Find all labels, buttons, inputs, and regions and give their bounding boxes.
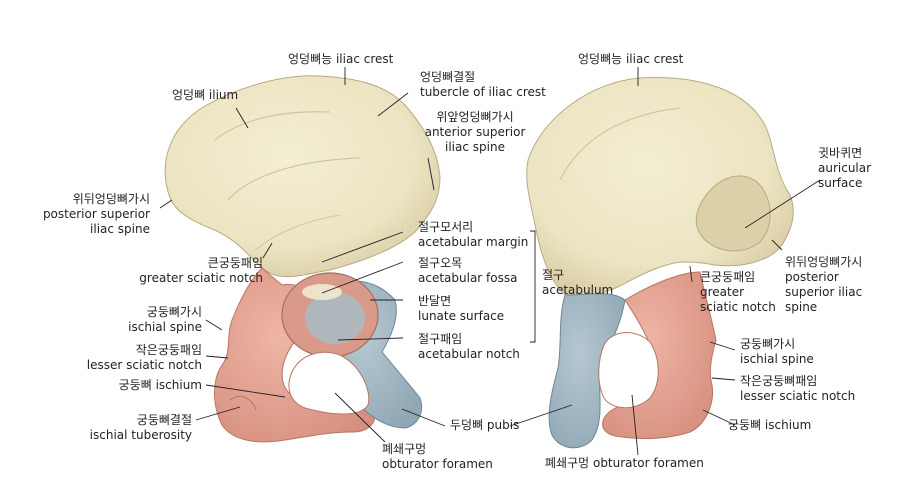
label-lateral-greater-sciatic-notch: 큰궁둥패임 greater sciatic notch <box>139 256 263 285</box>
label-lateral-psis: 위뒤엉덩뼈가시 posterior superior iliac spine <box>42 192 150 236</box>
label-medial-psis: 위뒤엉덩뼈가시 posterior superior iliac spine <box>785 255 863 314</box>
label-lateral-obturator-foramen: 폐쇄구멍 obturator foramen <box>382 442 493 471</box>
label-medial-ischium: 궁둥뼈 ischium <box>728 418 812 432</box>
label-acetabulum: 절구 acetabulum <box>542 268 614 297</box>
label-lateral-asis: 위앞엉덩뼈가시 anterior superior iliac spine <box>424 110 526 154</box>
label-lateral-lesser-sciatic-notch: 작은궁둥패임 lesser sciatic notch <box>86 343 202 372</box>
lateral-obturator-foramen <box>288 351 370 415</box>
label-acetabular-margin: 절구모서리 acetabular margin <box>418 220 529 249</box>
label-acetabular-fossa: 절구오목 acetabular fossa <box>418 256 518 285</box>
label-tubercle-of-iliac-crest: 엉덩뼈결절 tubercle of iliac crest <box>420 70 546 99</box>
label-lateral-ischial-spine: 궁둥뼈가시 ischial spine <box>128 305 202 334</box>
medial-auricular-surface <box>695 175 771 252</box>
label-ischial-tuberosity: 궁둥뼈결절 ischial tuberosity <box>89 413 192 442</box>
label-medial-lesser-sciatic-notch: 작은궁둥뼈패임 lesser sciatic notch <box>740 374 856 403</box>
label-auricular-surface: 귓바퀴면 auricular surface <box>818 146 872 190</box>
medial-hip-bone <box>526 77 794 449</box>
label-medial-iliac-crest: 엉덩뼈능 iliac crest <box>578 52 684 66</box>
label-acetabular-notch: 절구패임 acetabular notch <box>418 332 520 361</box>
label-medial-greater-sciatic-notch: 큰궁둥패임 greater sciatic notch <box>700 270 776 314</box>
label-medial-ischial-spine: 궁둥뼈가시 ischial spine <box>740 337 814 366</box>
leader-lines <box>159 67 821 456</box>
label-lateral-iliac-crest: 엉덩뼈능 iliac crest <box>288 52 394 66</box>
lateral-ilium <box>164 75 441 278</box>
label-lateral-ilium: 엉덩뼈 ilium <box>172 88 239 102</box>
medial-obturator-foramen <box>598 332 659 409</box>
label-medial-obturator-foramen: 폐쇄구멍 obturator foramen <box>545 456 704 470</box>
label-lateral-pubis: 두덩뼈 pubis <box>450 418 520 432</box>
lateral-hip-bone <box>164 75 441 443</box>
label-lateral-ischium: 궁둥뼈 ischium <box>118 378 202 392</box>
label-lunate-surface: 반달면 lunate surface <box>418 294 505 323</box>
